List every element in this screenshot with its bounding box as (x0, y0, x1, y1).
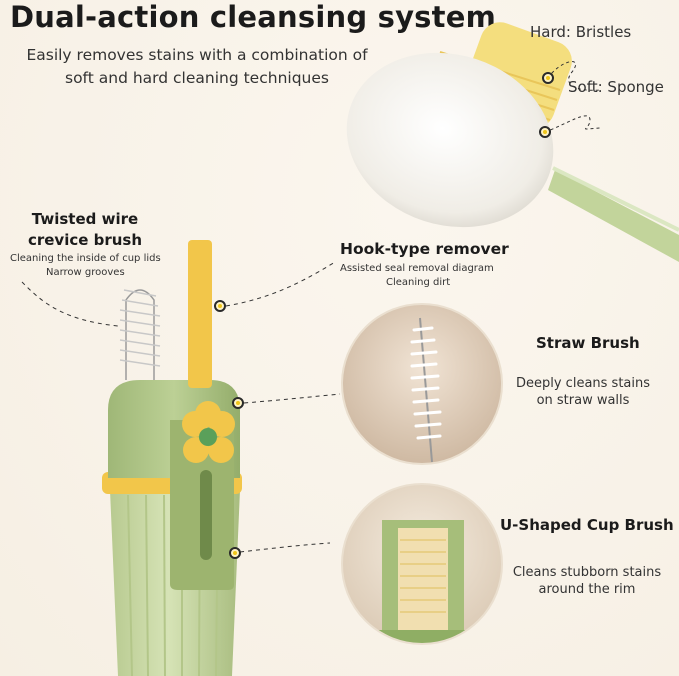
hook-remover-line2: Cleaning dirt (386, 277, 451, 288)
straw-brush-image (341, 303, 503, 465)
hook-remover-title: Hook-type remover (340, 240, 509, 258)
flower-icon (182, 401, 235, 463)
page-subtitle: Easily removes stains with a combination… (26, 46, 368, 87)
marker-dot-straw (232, 397, 244, 409)
label-soft-sponge: Soft: Sponge (568, 78, 664, 96)
page-title: Dual-action cleansing system (10, 0, 496, 34)
crevice-brush-line1: Cleaning the inside of cup lids (10, 253, 161, 264)
label-hard-bristles: Hard: Bristles (530, 23, 632, 41)
sponge-brush-head (346, 22, 679, 262)
straw-brush-desc: Deeply cleans stains on straw walls (515, 376, 651, 408)
marker-dot-ushape (229, 547, 241, 559)
u-shaped-brush-title: U-Shaped Cup Brush (500, 516, 674, 534)
handle-body (102, 240, 242, 676)
marker-dot-bristles (542, 72, 554, 84)
marker-dot-sponge (539, 126, 551, 138)
u-shaped-brush-desc: Cleans stubborn stains around the rim (512, 565, 662, 597)
u-shaped-brush-image (341, 483, 503, 645)
marker-dot-hook (214, 300, 226, 312)
crevice-brush-line2: Narrow grooves (46, 267, 125, 278)
straw-brush-title: Straw Brush (536, 334, 640, 352)
hook-remover-line1: Assisted seal removal diagram (340, 263, 494, 274)
crevice-brush-title: Twisted wire crevice brush (27, 210, 143, 249)
